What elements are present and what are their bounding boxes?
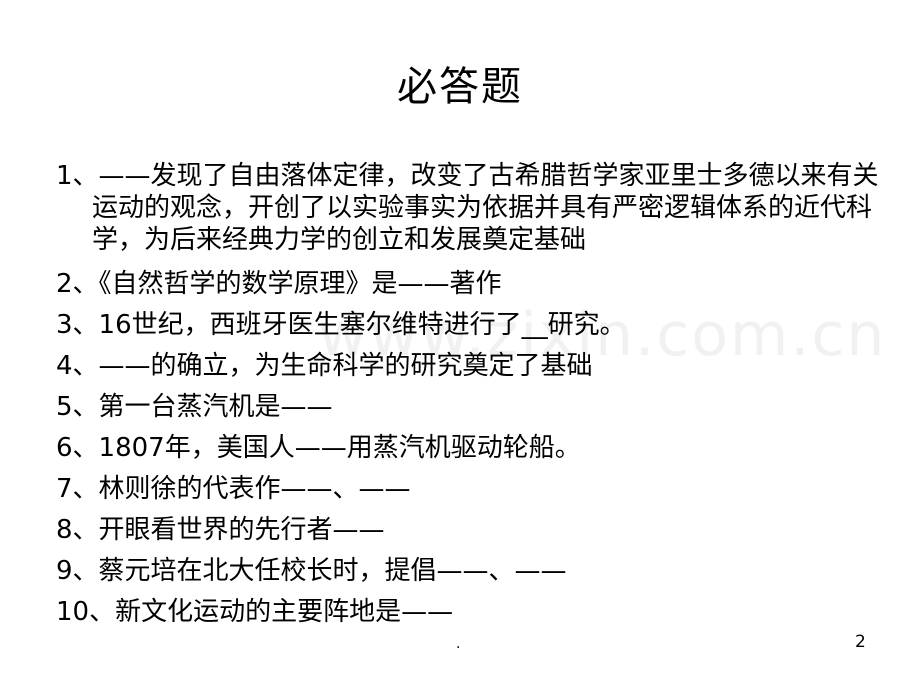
- question-item-9: 9、蔡元培在北大任校长时，提倡——、——: [56, 556, 567, 586]
- question-item-4: 4、——的确立，为生命科学的研究奠定了基础: [56, 351, 593, 381]
- question-item-6: 6、1807年，美国人——用蒸汽机驱动轮船。: [56, 433, 581, 463]
- question-item-5: 5、第一台蒸汽机是——: [56, 392, 333, 422]
- slide-title: 必答题: [397, 64, 523, 110]
- question-item-10: 10、新文化运动的主要阵地是——: [56, 597, 454, 627]
- question-item-3: 3、16世纪，西班牙医生塞尔维特进行了__研究。: [56, 310, 626, 340]
- question-item-2: 2、《自然哲学的数学原理》是——著作: [56, 269, 502, 299]
- question-list: 1、——发现了自由落体定律，改变了古希腊哲学家亚里士多德以来有关运动的观念，开创…: [56, 160, 879, 637]
- footer-mark: .: [456, 636, 461, 652]
- page-number: 2: [855, 632, 866, 652]
- question-item-1: 1、——发现了自由落体定律，改变了古希腊哲学家亚里士多德以来有关运动的观念，开创…: [56, 161, 879, 255]
- question-item-7: 7、林则徐的代表作——、——: [56, 474, 411, 504]
- question-item-8: 8、开眼看世界的先行者——: [56, 515, 385, 545]
